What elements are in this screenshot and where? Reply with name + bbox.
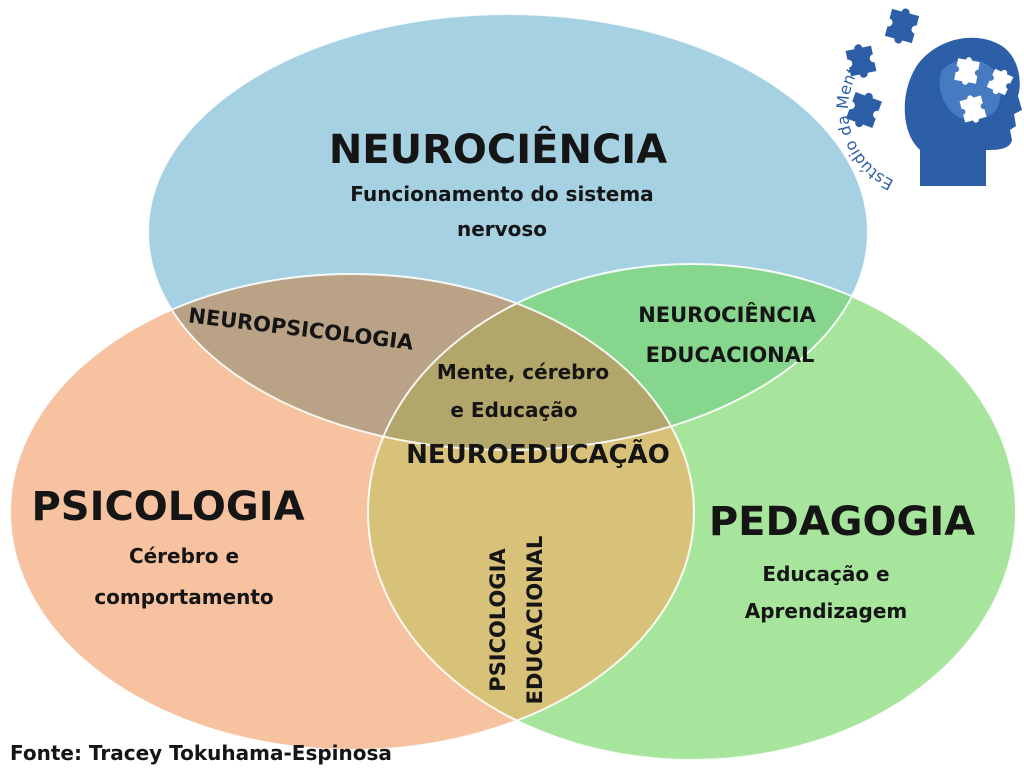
- logo: Estúdio da Mente: [833, 8, 1022, 194]
- neurociencia-desc-line1: Funcionamento do sistema: [350, 182, 653, 206]
- center-line1: Mente, cérebro: [437, 360, 609, 384]
- head-puzzle-icon: [845, 8, 1022, 186]
- neuroeducacao-title: NEUROEDUCAÇÃO: [406, 438, 670, 470]
- psicologia-desc-line2: comportamento: [94, 585, 273, 609]
- neuro-educacional-line2: EDUCACIONAL: [646, 343, 815, 367]
- neuro-educacional-line1: NEUROCIÊNCIA: [638, 302, 816, 327]
- center-overlap: [368, 274, 694, 450]
- center-line2: e Educação: [450, 398, 577, 422]
- pedagogia-title: PEDAGOGIA: [709, 499, 975, 545]
- psico-educacional-line2: EDUCACIONAL: [523, 536, 547, 705]
- pedagogia-desc-line2: Aprendizagem: [745, 599, 908, 623]
- pedagogia-desc-line1: Educação e: [762, 562, 889, 586]
- psicologia-title: PSICOLOGIA: [31, 484, 304, 530]
- psicologia-desc-line1: Cérebro e: [129, 544, 239, 568]
- source-note: Fonte: Tracey Tokuhama-Espinosa: [10, 741, 392, 765]
- neurociencia-desc-line2: nervoso: [457, 217, 547, 241]
- neurociencia-title: NEUROCIÊNCIA: [329, 125, 667, 173]
- psico-educacional-line1: PSICOLOGIA: [486, 548, 510, 692]
